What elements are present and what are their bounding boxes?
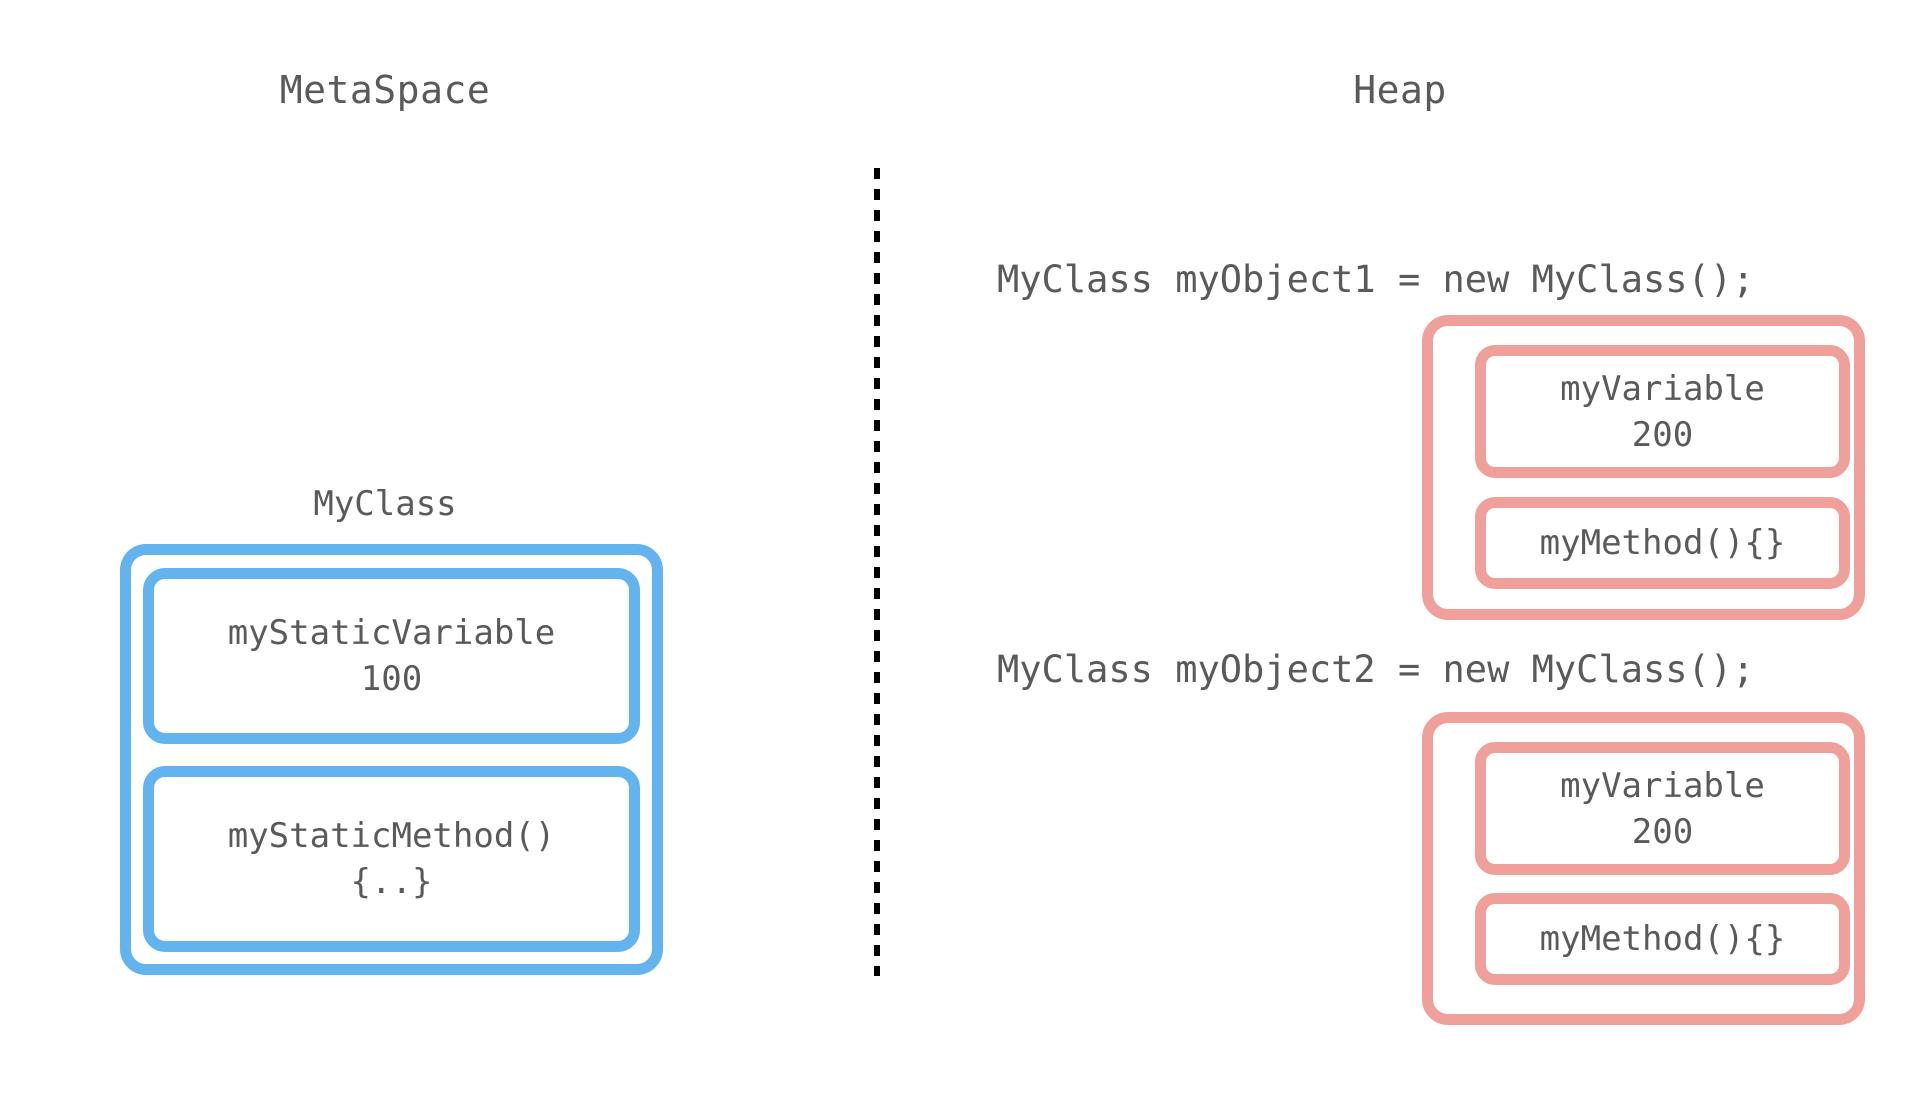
object-2-variable-value: 200 bbox=[1631, 811, 1694, 852]
object-1-variable-name: myVariable bbox=[1560, 368, 1765, 409]
object-1-method-name: myMethod(){} bbox=[1539, 523, 1786, 563]
object-2-method-box: myMethod(){} bbox=[1475, 893, 1850, 985]
heap-statement-2: MyClass myObject2 = new MyClass(); bbox=[997, 648, 1755, 691]
object-2-variable-box: myVariable 200 bbox=[1475, 742, 1850, 875]
metaspace-class-name-label: MyClass bbox=[313, 484, 457, 524]
static-method-name: myStaticMethod() bbox=[227, 816, 556, 856]
static-method-box: myStaticMethod() {..} bbox=[143, 766, 640, 952]
static-variable-box: myStaticVariable 100 bbox=[143, 568, 640, 744]
static-variable-name: myStaticVariable bbox=[227, 613, 556, 653]
object-1-method-box: myMethod(){} bbox=[1475, 497, 1850, 589]
metaspace-section-title: MetaSpace bbox=[279, 68, 491, 112]
object-1-variable-box: myVariable 200 bbox=[1475, 345, 1850, 478]
memory-area-divider bbox=[874, 168, 880, 976]
static-variable-value: 100 bbox=[360, 659, 423, 699]
static-method-body: {..} bbox=[350, 862, 433, 902]
heap-statement-1: MyClass myObject1 = new MyClass(); bbox=[997, 258, 1755, 301]
object-1-variable-value: 200 bbox=[1631, 414, 1694, 455]
object-2-variable-name: myVariable bbox=[1560, 765, 1765, 806]
object-2-method-name: myMethod(){} bbox=[1539, 919, 1786, 959]
heap-section-title: Heap bbox=[1353, 68, 1447, 112]
